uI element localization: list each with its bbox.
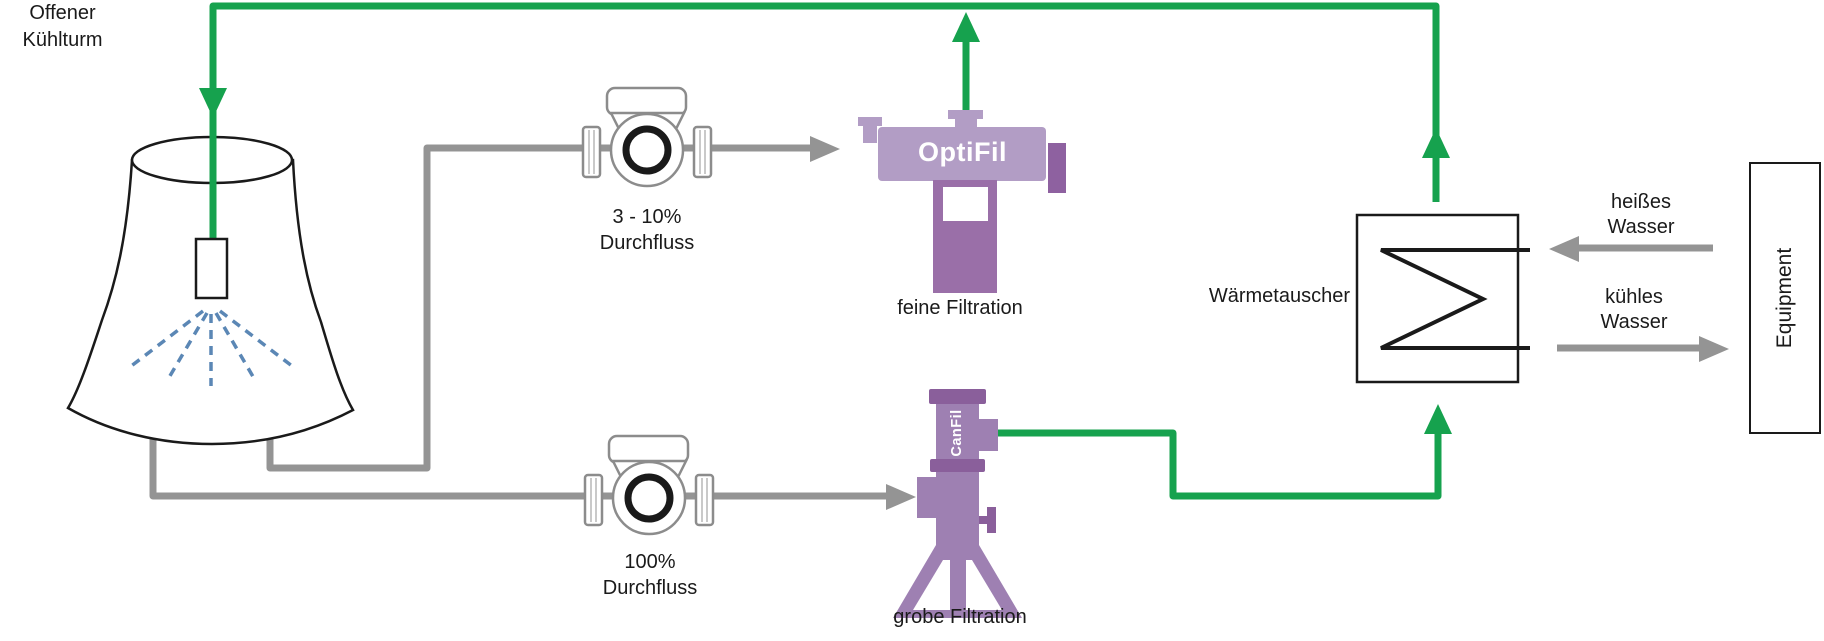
- pump-coarse-label-line1: 100%: [624, 551, 676, 573]
- tower-nozzle: [194, 237, 229, 300]
- optifil-filter: [858, 110, 1066, 293]
- heat-exchanger: [1355, 213, 1530, 384]
- arrow-cool-water-right: [1699, 336, 1729, 362]
- canfil-body: [936, 404, 979, 463]
- cooling-tower-label-line1: Offener: [29, 2, 96, 24]
- heat-exchanger-coil: [1380, 248, 1530, 350]
- cooling-tower: [66, 135, 355, 446]
- arrow-up-into-hx: [1424, 404, 1452, 434]
- optifil-body: [878, 127, 1046, 181]
- pump-impeller: [622, 125, 672, 175]
- cool-water-label-line1: kühles: [1605, 286, 1663, 308]
- coarse-filtration-label: grobe Filtration: [893, 606, 1027, 628]
- optifil-window: [943, 187, 988, 221]
- canfil-filter: [893, 389, 1022, 618]
- arrow-into-canfil: [886, 484, 916, 510]
- canfil-lower-body: [936, 472, 979, 547]
- pipe-fine-branch: [266, 136, 840, 472]
- spray-lines: [128, 309, 294, 386]
- canfil-brand: CanFil: [949, 409, 965, 457]
- pump-impeller: [624, 473, 674, 523]
- pump-coarse-label: 100% Durchfluss: [560, 549, 740, 601]
- fine-filtration-label: feine Filtration: [897, 297, 1023, 319]
- arrow-down-into-tower: [199, 88, 227, 118]
- pump-coarse-label-line2: Durchfluss: [602, 577, 698, 599]
- arrow-into-optifil: [810, 136, 840, 162]
- cooling-tower-label-line2: Kühlturm: [22, 29, 103, 51]
- green-optifil-outlet: [952, 12, 980, 110]
- pump-fine-label: 3 - 10% Durchfluss: [557, 204, 737, 256]
- optifil-brand: OptiFil: [918, 137, 1007, 167]
- pump-coarse: [583, 434, 715, 536]
- equipment-label: Equipment: [1773, 247, 1796, 349]
- pipe-hot-water: [1549, 236, 1713, 262]
- pump-fine-label-line1: 3 - 10%: [612, 206, 682, 228]
- equipment-box: [1749, 162, 1821, 434]
- arrow-up-from-optifil: [952, 12, 980, 42]
- cool-water-label: kühles Wasser: [1544, 285, 1724, 335]
- heat-exchanger-box: [1355, 213, 1520, 384]
- pipe-cool-water: [1557, 336, 1729, 362]
- hot-water-label-line1: heißes: [1610, 191, 1672, 213]
- hot-water-label-line2: Wasser: [1607, 216, 1675, 238]
- heat-exchanger-label: Wärmetauscher: [1208, 285, 1350, 307]
- green-canfil-to-hx: [995, 404, 1452, 500]
- cool-water-label-line2: Wasser: [1600, 311, 1668, 333]
- arrow-up-into-return: [1422, 128, 1450, 158]
- arrow-hot-water-left: [1549, 236, 1579, 262]
- hot-water-label: heißes Wasser: [1551, 190, 1731, 240]
- green-return-loop: [199, 2, 1450, 243]
- tower-body: [66, 158, 355, 446]
- pump-fine-label-line2: Durchfluss: [599, 232, 695, 254]
- pump-fine: [581, 86, 713, 188]
- cooling-tower-label: Offener Kühlturm: [0, 0, 125, 54]
